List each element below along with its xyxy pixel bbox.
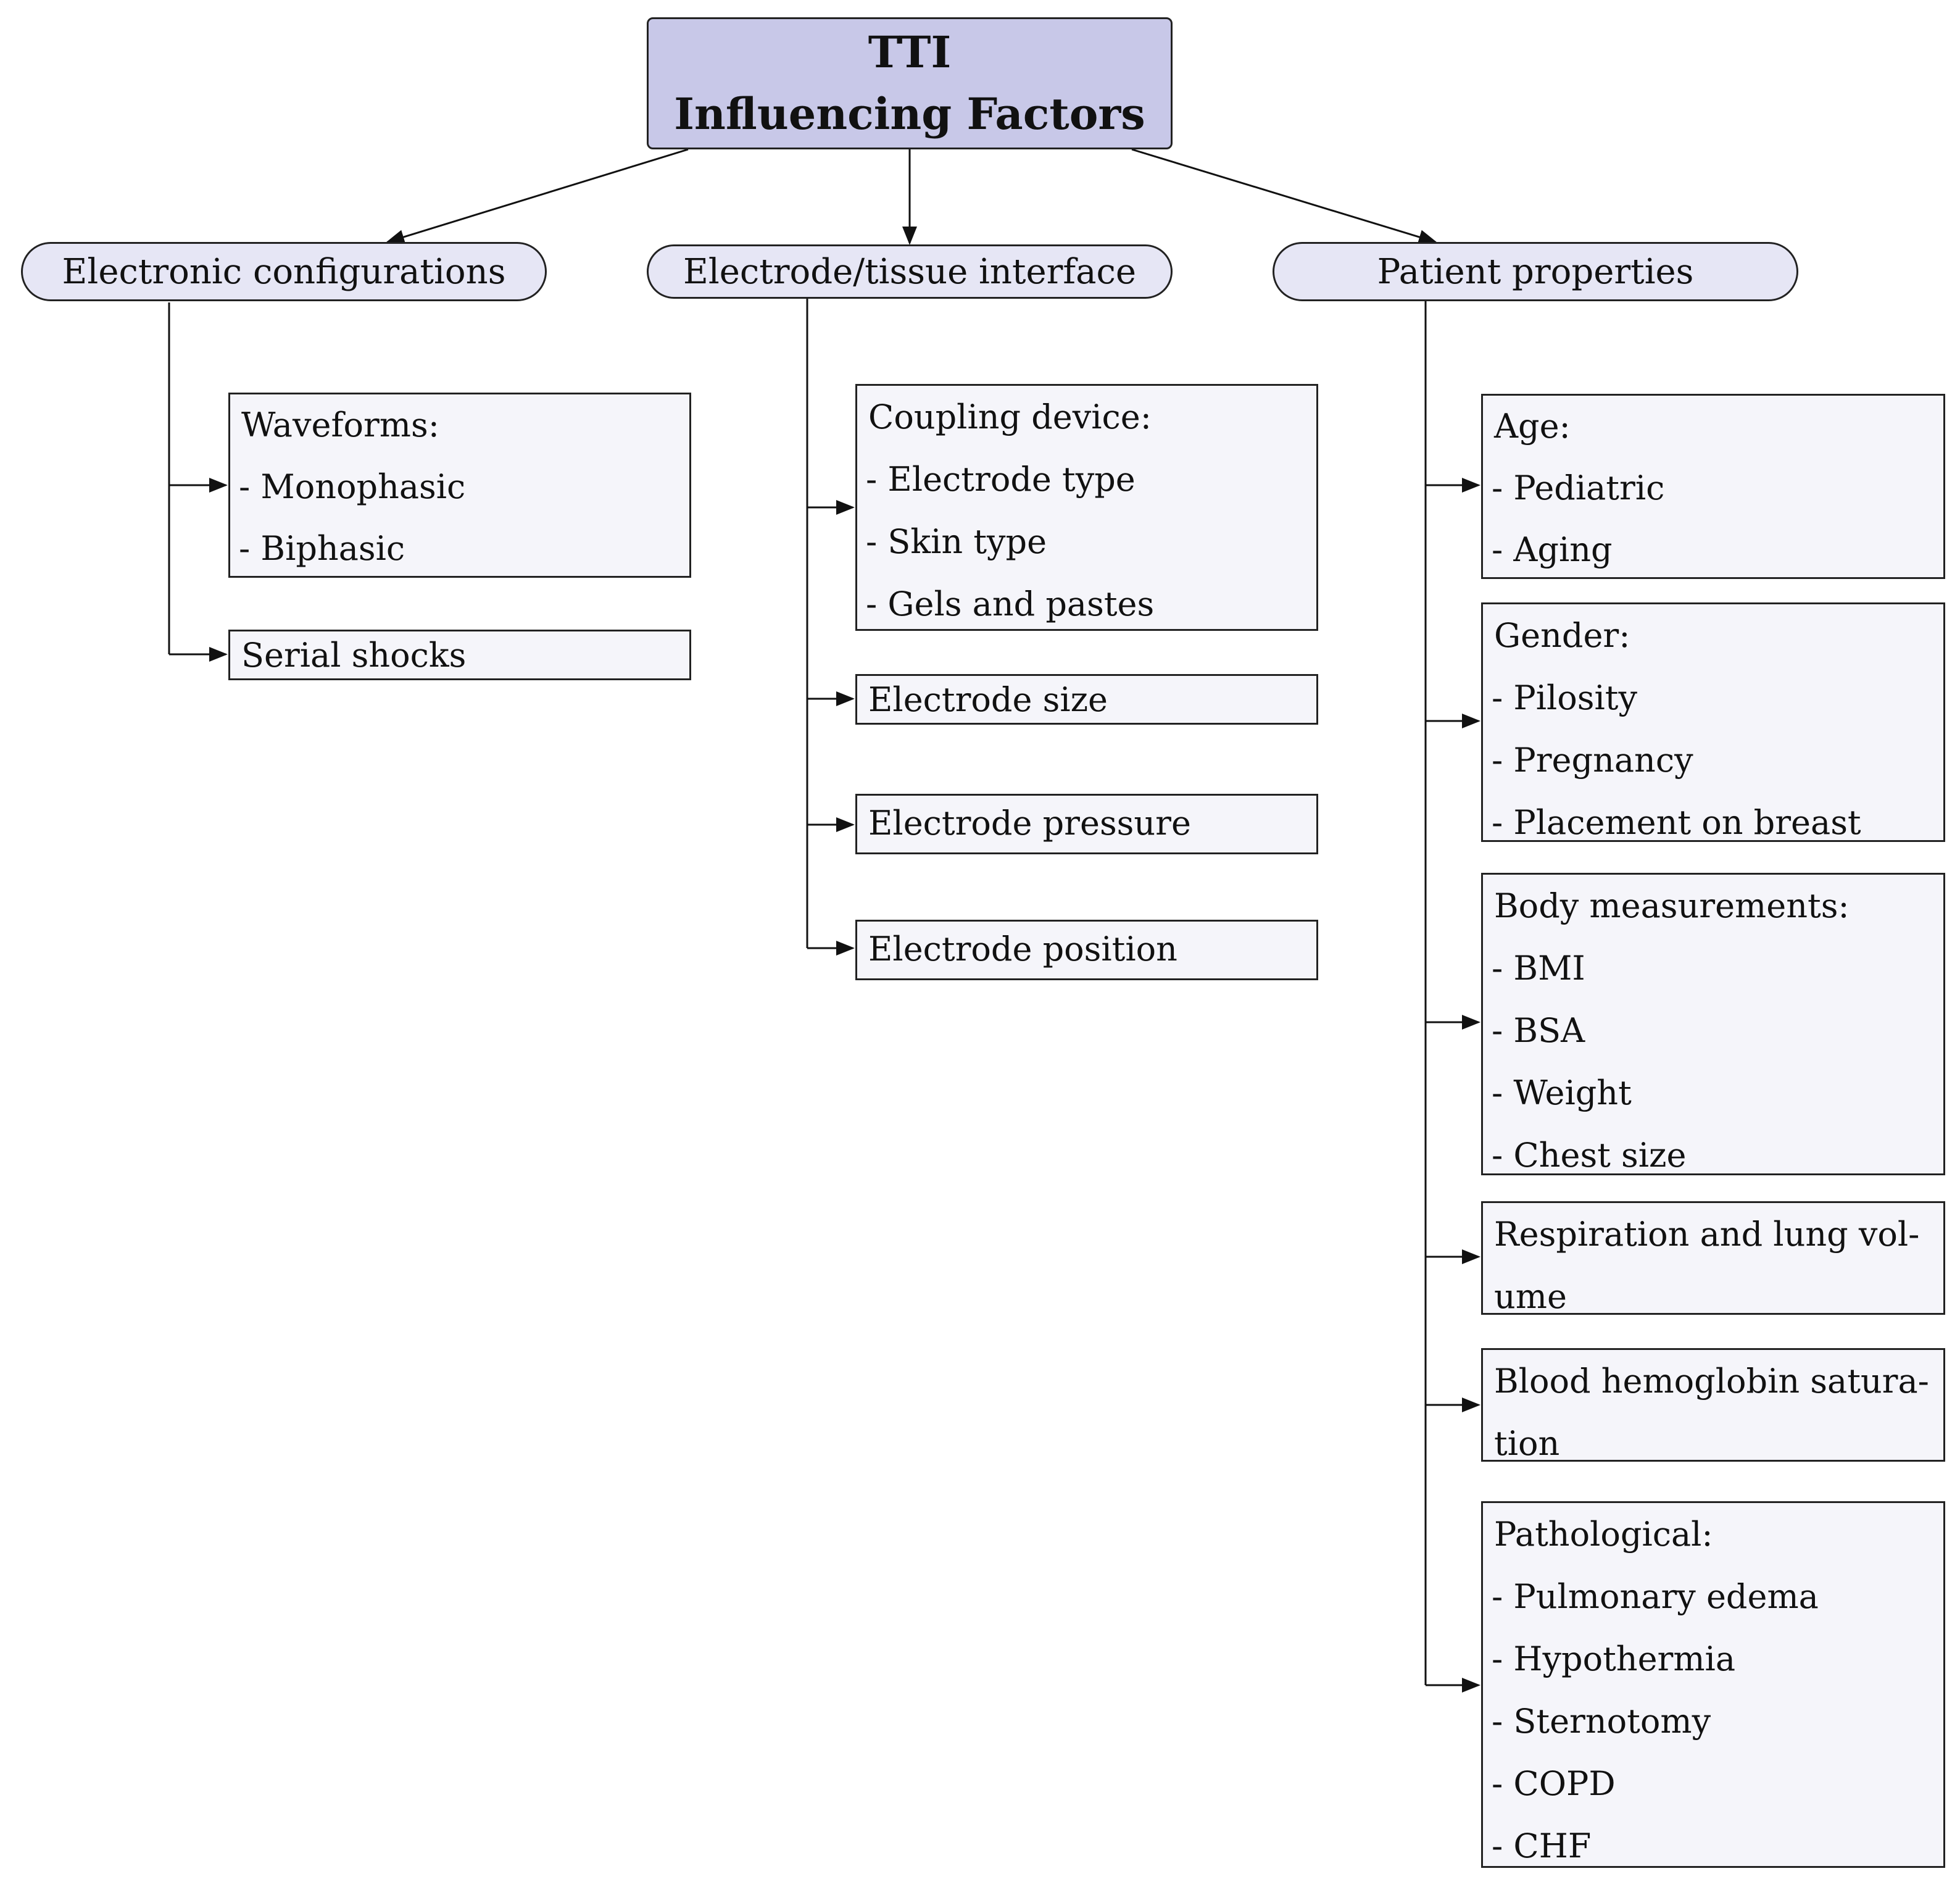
leaf-item: - CHF	[1492, 1827, 1592, 1865]
leaf-gender: Gender: - Pilosity - Pregnancy - Placeme…	[1481, 602, 1945, 842]
root-title-line1: TTI	[868, 27, 952, 78]
leaf-pathological: Pathological: - Pulmonary edema - Hypoth…	[1481, 1501, 1945, 1868]
leaf-electrode-pressure: Electrode pressure	[855, 794, 1318, 854]
leaf-coupling-device: Coupling device: - Electrode type - Skin…	[855, 384, 1318, 631]
leaf-header: Coupling device:	[868, 398, 1152, 436]
leaf-header: Serial shocks	[241, 636, 467, 675]
leaf-header: Electrode size	[868, 680, 1108, 719]
root-title-line2: Influencing Factors	[674, 88, 1145, 140]
leaf-header: Waveforms:	[241, 406, 439, 444]
category-label: Patient properties	[1377, 251, 1694, 292]
leaf-item: - Skin type	[866, 522, 1047, 561]
category-electrode-tissue-interface: Electrode/tissue interface	[647, 244, 1173, 299]
leaf-respiration-lung-volume: Respiration and lung vol- ume	[1481, 1201, 1945, 1316]
leaf-blood-hemoglobin: Blood hemoglobin satura- tion	[1481, 1348, 1945, 1463]
leaf-line: tion	[1494, 1424, 1560, 1463]
arrow-root-to-patient	[1131, 148, 1437, 244]
leaf-item: - Pilosity	[1492, 678, 1637, 717]
leaf-item: - Biphasic	[239, 529, 405, 568]
leaf-item: - Sternotomy	[1492, 1702, 1711, 1741]
leaf-header: Electrode pressure	[868, 804, 1191, 843]
leaf-item: - Pregnancy	[1492, 741, 1693, 780]
leaf-item: - Aging	[1492, 530, 1613, 569]
category-label: Electronic configurations	[62, 251, 506, 292]
leaf-line: Blood hemoglobin satura-	[1494, 1362, 1929, 1401]
leaf-waveforms: Waveforms: - Monophasic - Biphasic	[228, 393, 691, 578]
leaf-header: Gender:	[1494, 616, 1630, 655]
leaf-item: - Chest size	[1492, 1136, 1687, 1175]
leaf-item: - Weight	[1492, 1073, 1632, 1112]
leaf-item: - COPD	[1492, 1764, 1616, 1803]
leaf-line: Respiration and lung vol-	[1494, 1215, 1920, 1254]
category-label: Electrode/tissue interface	[683, 251, 1137, 292]
arrow-root-to-electronic	[386, 148, 689, 244]
category-patient-properties: Patient properties	[1273, 242, 1798, 301]
leaf-serial-shocks: Serial shocks	[228, 630, 691, 680]
leaf-item: - Electrode type	[866, 460, 1136, 499]
leaf-item: - Gels and pastes	[866, 585, 1155, 623]
leaf-header: Pathological:	[1494, 1515, 1713, 1554]
leaf-header: Electrode position	[868, 930, 1177, 968]
leaf-electrode-position: Electrode position	[855, 920, 1318, 980]
leaf-item: - Hypothermia	[1492, 1639, 1736, 1678]
leaf-header: Body measurements:	[1494, 886, 1850, 925]
category-electronic-configurations: Electronic configurations	[21, 242, 547, 301]
leaf-age: Age: - Pediatric - Aging	[1481, 394, 1945, 579]
root-node: TTI Influencing Factors	[647, 17, 1173, 149]
leaf-header: Age:	[1494, 407, 1571, 446]
leaf-item: - Pulmonary edema	[1492, 1577, 1819, 1616]
leaf-item: - Monophasic	[239, 467, 466, 506]
leaf-item: - BSA	[1492, 1011, 1585, 1050]
leaf-body-measurements: Body measurements: - BMI - BSA - Weight …	[1481, 873, 1945, 1175]
leaf-item: - Pediatric	[1492, 469, 1665, 507]
leaf-electrode-size: Electrode size	[855, 674, 1318, 725]
leaf-line: ume	[1494, 1277, 1567, 1316]
leaf-item: - BMI	[1492, 949, 1585, 988]
leaf-item: - Placement on breast	[1492, 803, 1861, 842]
